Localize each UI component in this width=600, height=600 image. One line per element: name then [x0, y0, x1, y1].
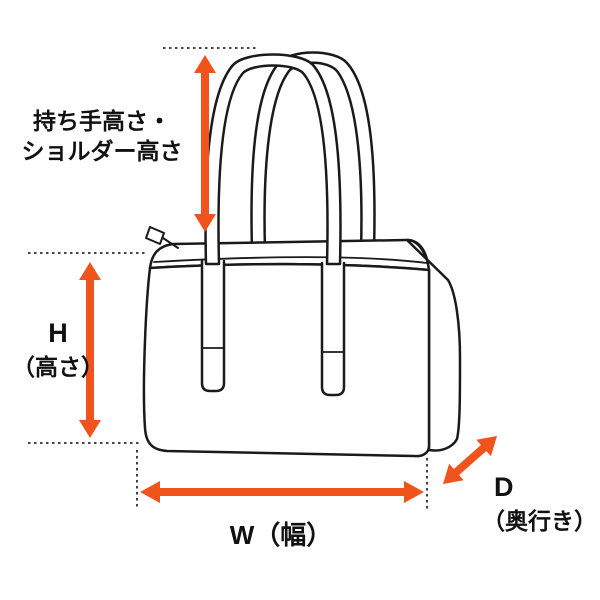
bag-height-label-line1: H	[48, 318, 68, 348]
dimension-arrows	[79, 55, 497, 503]
bag-height-label-line2: （高さ）	[12, 353, 104, 380]
bag-strap-left	[200, 259, 226, 393]
handle-height-label-line2: ショルダー高さ	[21, 138, 183, 165]
depth-arrow	[443, 436, 497, 484]
guide-lines	[28, 47, 428, 510]
bag-depth-label: D （奥行き）	[482, 470, 600, 536]
bag-width-label: W（幅）	[229, 520, 333, 550]
bag-zipper-cord	[162, 237, 179, 249]
bag-depth-label-line1: D	[494, 472, 514, 502]
width-arrow	[140, 481, 424, 503]
bag-front-face	[142, 262, 431, 458]
bag-zipper-seam	[153, 256, 428, 264]
bag-depth-label-line2: （奥行き）	[482, 507, 597, 534]
bag-front-handle	[204, 53, 342, 266]
height-arrow	[79, 262, 101, 438]
handle-height-arrow	[194, 55, 216, 232]
handle-height-label-line1: 持ち手高さ・	[33, 108, 171, 134]
handle-height-label: 持ち手高さ・ ショルダー高さ	[10, 106, 194, 167]
bag-illustration	[142, 51, 462, 458]
bag-zipper-tab	[145, 226, 165, 245]
bag-height-label: H （高さ）	[3, 316, 113, 382]
bag-side-panel	[405, 238, 462, 452]
bag-strap-right	[320, 261, 346, 397]
